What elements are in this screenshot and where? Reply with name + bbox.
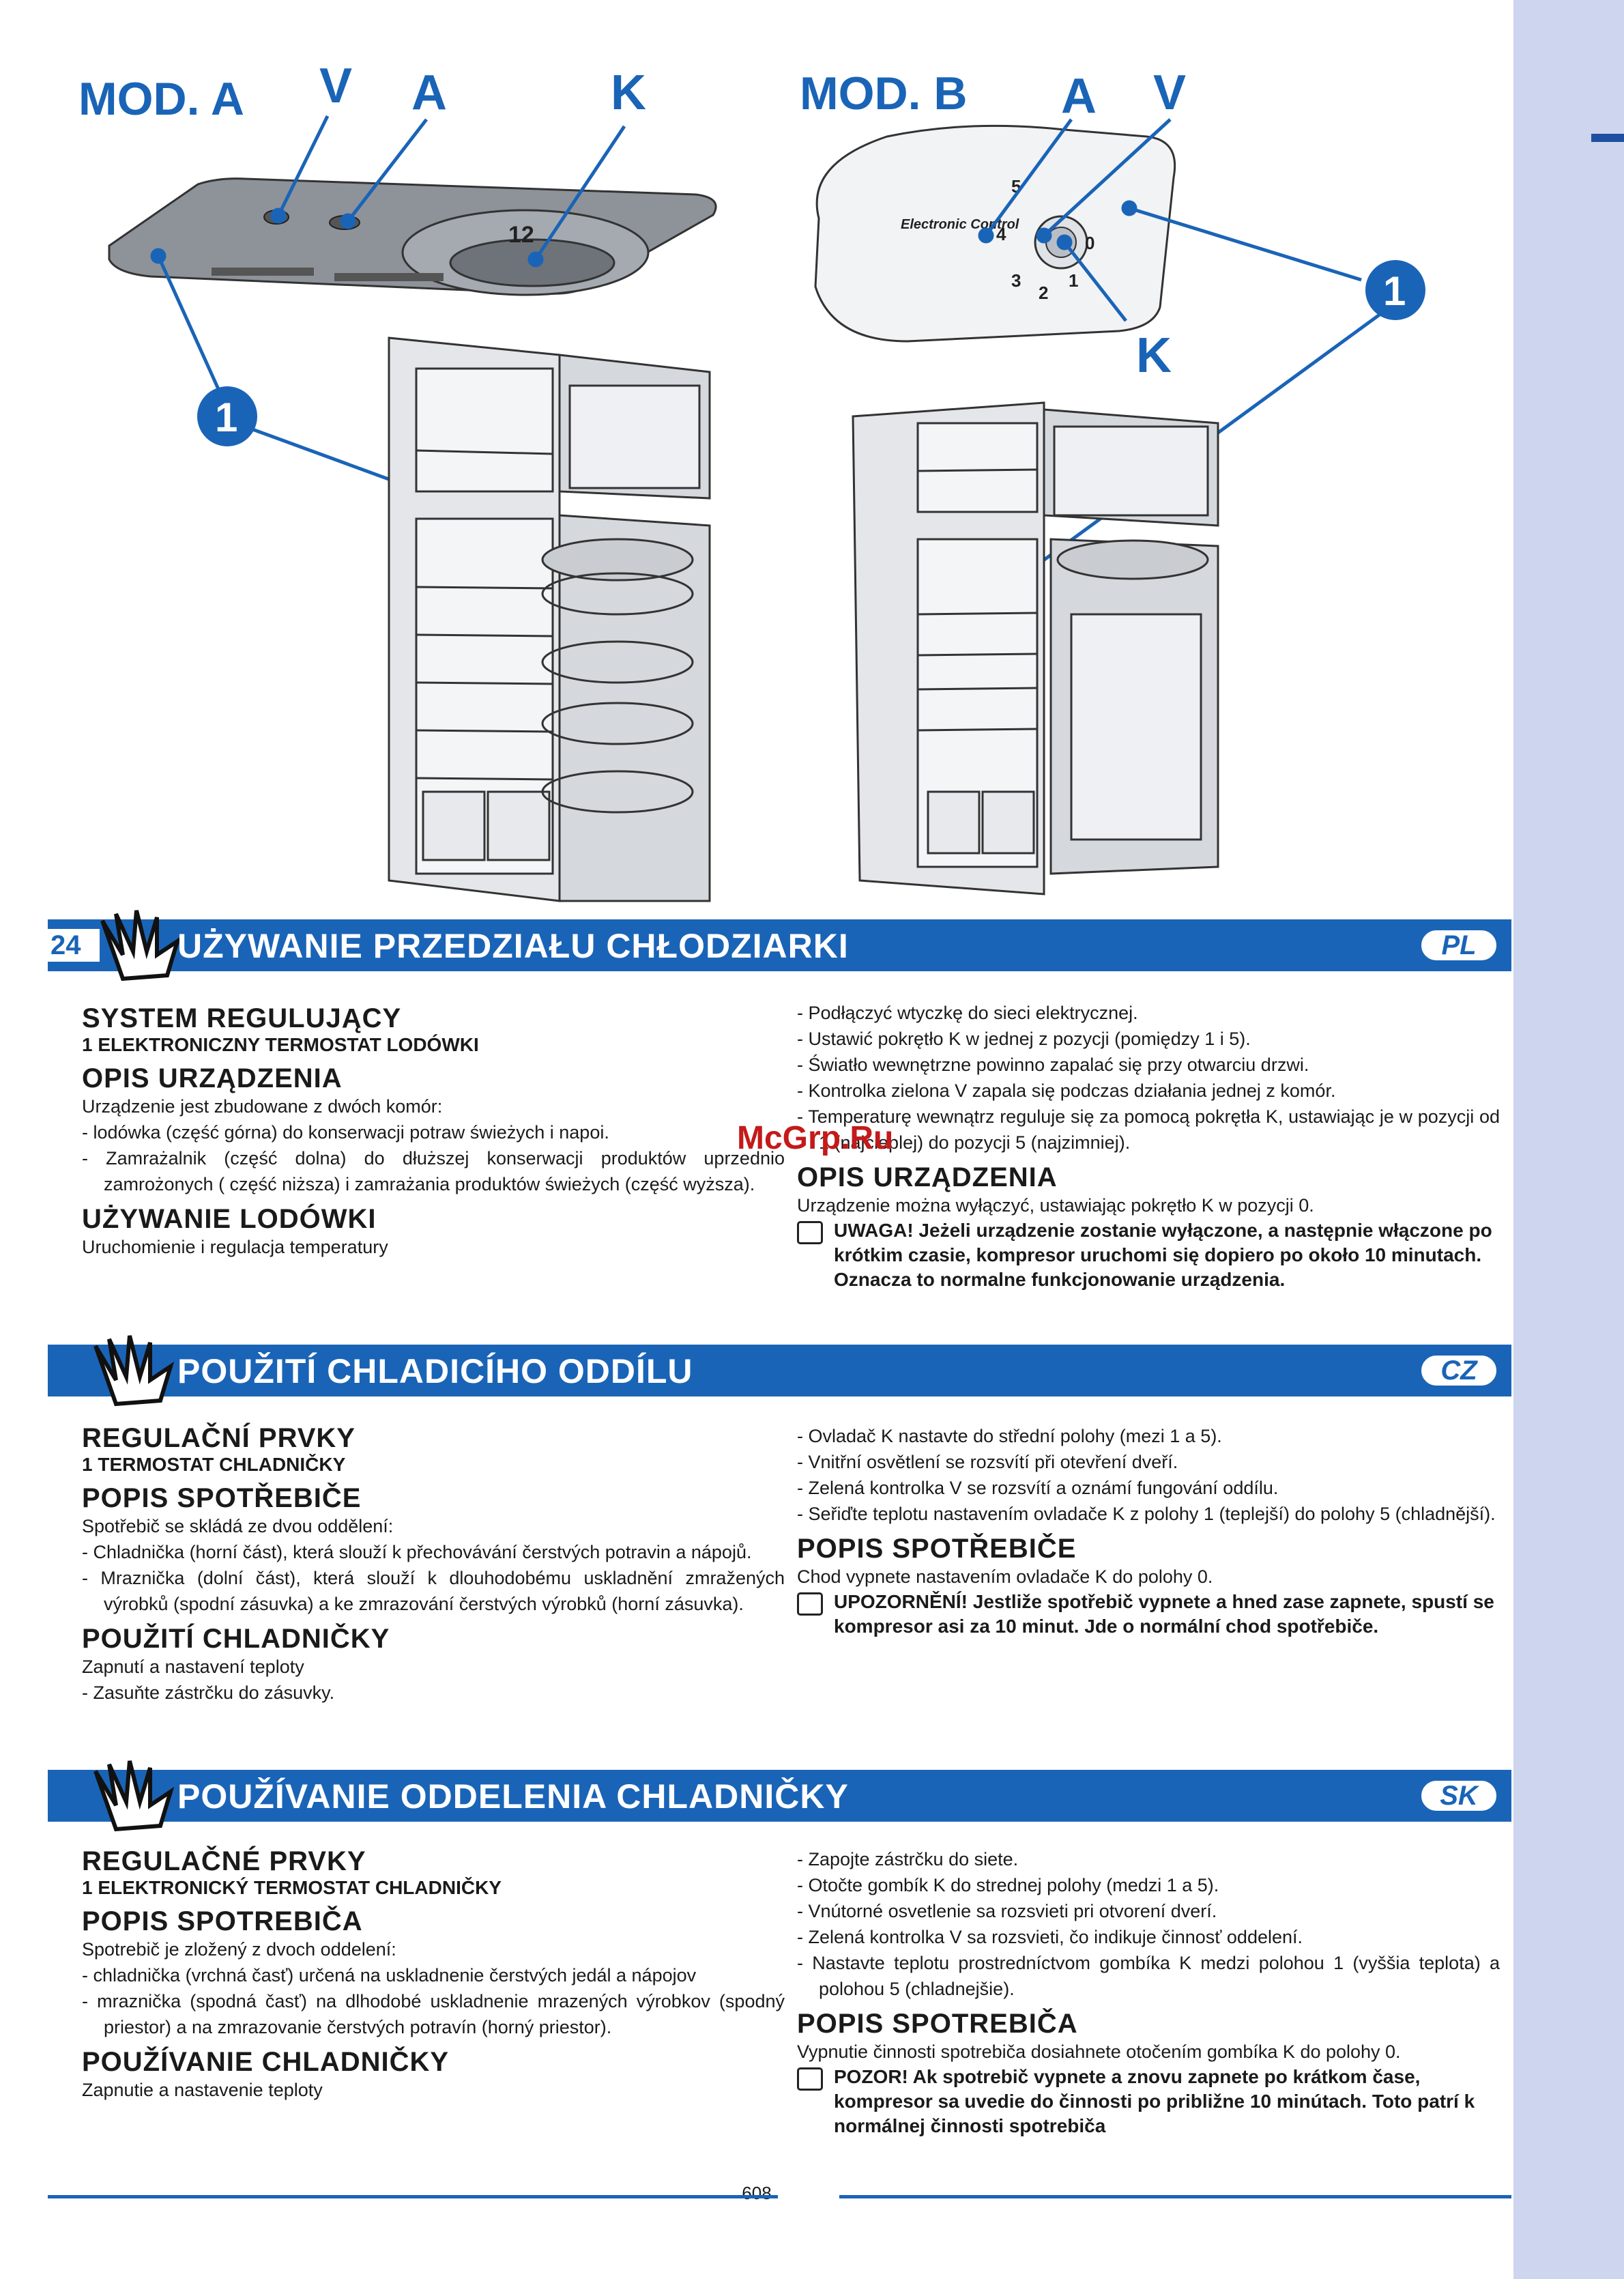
page-sidebar [1513, 0, 1624, 2279]
section-bar-sk: POUŽÍVANIE ODDELENIA CHLADNIČKY SK [48, 1760, 1511, 1832]
pl-right-column: - Podłączyć wtyczkę do sieci elektryczne… [797, 1000, 1500, 1292]
dial-a-number: 12 [508, 222, 534, 248]
callout-1-a: 1 [215, 395, 237, 440]
text-h1: OPIS URZĄDZENIA [797, 1162, 1058, 1192]
text-h1: REGULAČNÍ PRVKY [82, 1423, 356, 1453]
text-li: - Chladnička (horní část), která slouží … [82, 1542, 752, 1562]
text-li: - mraznička (spodná časť) na dlhodobé us… [82, 1991, 785, 2037]
label-v-a: V [319, 59, 352, 113]
text-h1: POPIS SPOTŘEBIČE [797, 1534, 1077, 1564]
hand-icon [93, 1760, 175, 1832]
text-p: Spotrebič je zložený z dvoch oddelení: [82, 1939, 396, 1960]
label-k-a: K [611, 66, 646, 120]
text-li: - Mraznička (dolní část), která slouží k… [82, 1568, 785, 1614]
mod-a-label: MOD. A [78, 73, 244, 125]
text-h1: OPIS URZĄDZENIA [82, 1063, 343, 1093]
cz-right-column: - Ovladač K nastavte do střední polohy (… [797, 1423, 1500, 1639]
dial-b-0: 0 [1085, 233, 1094, 253]
hand-warning-icon [797, 2067, 823, 2091]
page-number: 24 [48, 929, 100, 962]
page-footer: 608 [0, 2183, 1513, 2204]
hand-warning-icon [797, 1592, 823, 1616]
text-h1: POPIS SPOTREBIČA [82, 1906, 363, 1936]
section-bar-cz: POUŽITÍ CHLADICÍHO ODDÍLU CZ [48, 1335, 1511, 1407]
label-a-b: A [1061, 69, 1097, 124]
text-h1: POPIS SPOTREBIČA [797, 2009, 1078, 2039]
text-h1: SYSTEM REGULUJĄCY [82, 1003, 402, 1033]
text-p: Vypnutie činnosti spotrebiča dosiahnete … [797, 2041, 1401, 2062]
text-li: - Zelená kontrolka V sa rozsvieti, čo in… [797, 1927, 1303, 1947]
text-li: - Ustawić pokrętło K w jednej z pozycji … [797, 1029, 1251, 1049]
note-text: POZOR! Ak spotrebič vypnete a znovu zapn… [834, 2066, 1475, 2136]
text-p: Chod vypnete nastavením ovladače K do po… [797, 1566, 1213, 1587]
text-li: - Ovladač K nastavte do střední polohy (… [797, 1426, 1222, 1446]
text-li: - Zamrażalnik (część dolna) do dłuższej … [82, 1148, 785, 1194]
label-v-b: V [1153, 66, 1186, 120]
text-li: - lodówka (część górna) do konserwacji p… [82, 1122, 609, 1143]
text-li: - Vnitřní osvětlení se rozsvítí při otev… [797, 1452, 1178, 1472]
text-h1: POPIS SPOTŘEBIČE [82, 1483, 362, 1513]
text-li: - Seřiďte teplotu nastavením ovladače K … [797, 1504, 1496, 1524]
text-h2: 1 ELEKTRONICKÝ TERMOSTAT CHLADNIČKY [82, 1877, 502, 1898]
text-p: Zapnutie a nastavenie teploty [82, 2080, 323, 2100]
text-li: - Kontrolka zielona V zapala się podczas… [797, 1080, 1336, 1101]
note-text: UPOZORNĚNÍ! Jestliže spotřebič vypnete a… [834, 1591, 1494, 1637]
hand-icon [93, 1335, 175, 1407]
text-h2: 1 TERMOSTAT CHLADNIČKY [82, 1454, 346, 1475]
dial-b-4: 4 [996, 224, 1006, 244]
sk-right-column: - Zapojte zástrčku do siete. - Otočte gom… [797, 1846, 1500, 2138]
watermark: McGrp.Ru [737, 1120, 894, 1156]
lang-badge-pl: PL [1419, 928, 1499, 963]
text-li: - chladnička (vrchná časť) určená na usk… [82, 1965, 697, 1986]
label-a-a: A [411, 66, 447, 120]
text-note: POZOR! Ak spotrebič vypnete a znovu zapn… [797, 2065, 1500, 2138]
text-h1: UŻYWANIE LODÓWKI [82, 1204, 377, 1234]
section-bar-pl: 24 UŻYWANIE PRZEDZIAŁU CHŁODZIARKI PL [48, 910, 1511, 981]
text-note: UWAGA! Jeżeli urządzenie zostanie wyłącz… [797, 1218, 1500, 1292]
text-li: - Zasuňte zástrčku do zásuvky. [82, 1682, 335, 1703]
text-li: - Światło wewnętrzne powinno zapalać się… [797, 1055, 1309, 1075]
text-li: - Podłączyć wtyczkę do sieci elektryczne… [797, 1003, 1138, 1023]
section-title-cz: POUŽITÍ CHLADICÍHO ODDÍLU [177, 1352, 693, 1390]
dial-b-2: 2 [1039, 283, 1048, 303]
text-li: - Vnútorné osvetlenie sa rozsvieti pri o… [797, 1901, 1217, 1921]
text-p: Spotřebič se skládá ze dvou oddělení: [82, 1516, 394, 1536]
text-li: - Temperaturę wewnątrz reguluje się za p… [797, 1106, 1500, 1153]
label-k-b: K [1136, 328, 1172, 383]
text-li: - Zapojte zástrčku do siete. [797, 1849, 1019, 1869]
dial-b-3: 3 [1011, 270, 1021, 291]
text-p: Urządzenie można wyłączyć, ustawiając po… [797, 1195, 1314, 1216]
hand-icon [100, 910, 182, 981]
lang-badge-cz: CZ [1419, 1353, 1499, 1388]
section-title-sk: POUŽÍVANIE ODDELENIA CHLADNIČKY [177, 1777, 849, 1816]
text-li: - Otočte gombík K do strednej polohy (me… [797, 1875, 1219, 1895]
mod-b-label: MOD. B [800, 68, 968, 119]
text-li: - Nastavte teplotu prostredníctvom gombí… [797, 1953, 1500, 1999]
text-h1: REGULAČNÉ PRVKY [82, 1846, 366, 1876]
sidebar-tick [1591, 134, 1624, 142]
lang-badge-sk: SK [1419, 1778, 1499, 1814]
text-h1: POUŽÍVANIE CHLADNIČKY [82, 2047, 450, 2077]
text-h2: 1 ELEKTRONICZNY TERMOSTAT LODÓWKI [82, 1034, 479, 1055]
dial-b-1: 1 [1069, 270, 1078, 291]
text-note: UPOZORNĚNÍ! Jestliže spotřebič vypnete a… [797, 1590, 1500, 1639]
note-text: UWAGA! Jeżeli urządzenie zostanie wyłącz… [834, 1220, 1492, 1290]
text-h1: POUŽITÍ CHLADNIČKY [82, 1624, 390, 1654]
text-p: Uruchomienie i regulacja temperatury [82, 1237, 388, 1257]
section-title-pl: UŻYWANIE PRZEDZIAŁU CHŁODZIARKI [177, 927, 849, 965]
footer-rule-left [48, 2195, 778, 2198]
text-p: Zapnutí a nastavení teploty [82, 1657, 304, 1677]
callout-1-b: 1 [1383, 268, 1406, 314]
fridge-diagram: MOD. A V A K MOD. B A V K 12 1 [78, 59, 1425, 902]
footer-number: 608 [742, 2183, 772, 2203]
footer-rule-right [839, 2195, 1511, 2198]
text-li: - Zelená kontrolka V se rozsvítí a oznám… [797, 1478, 1279, 1498]
hand-warning-icon [797, 1221, 823, 1244]
text-p: Urządzenie jest zbudowane z dwóch komór: [82, 1096, 443, 1117]
